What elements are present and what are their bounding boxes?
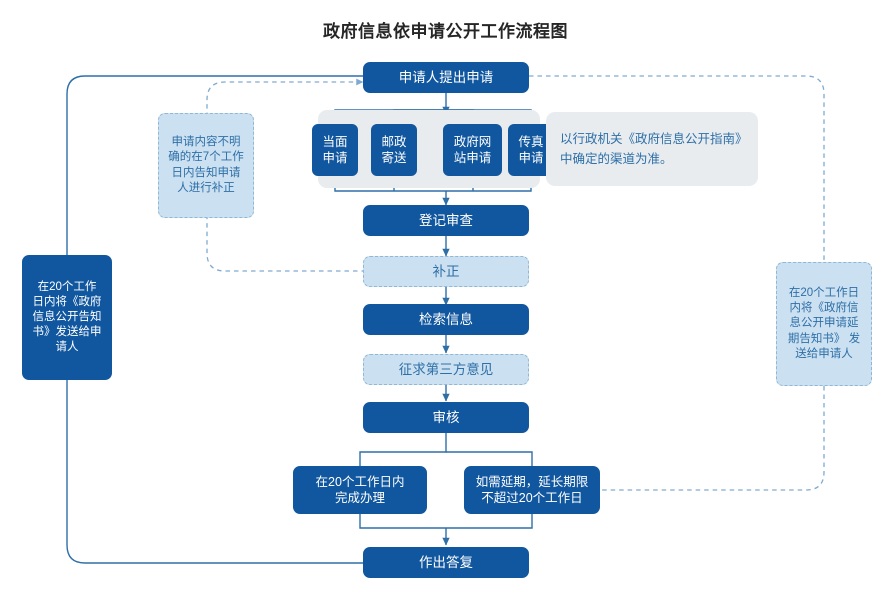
page-title: 政府信息依申请公开工作流程图 <box>323 22 568 41</box>
note-disclosure-notice: 在20个工作日内将《政府信息公开告知书》发送给申请人 <box>22 255 112 380</box>
channel-fax-line1: 传真 <box>518 134 544 149</box>
node-third-party-opinion-label: 征求第三方意见 <box>398 361 494 377</box>
node-extension-rule[interactable]: 如需延期，延长期限 不超过20个工作日 <box>464 466 600 514</box>
node-complete-within-20-days[interactable]: 在20个工作日内 完成办理 <box>293 466 427 514</box>
node-make-reply[interactable]: 作出答复 <box>363 547 529 578</box>
node-retrieve-information[interactable]: 检索信息 <box>363 304 529 335</box>
node-make-reply-label: 作出答复 <box>419 554 473 570</box>
note-channel-guideline: 以行政机关《政府信息公开指南》 中确定的渠道为准。 <box>546 112 758 186</box>
node-correction-label: 补正 <box>432 263 460 279</box>
node-third-party-opinion[interactable]: 征求第三方意见 <box>363 354 529 385</box>
node-registration-review-label: 登记审查 <box>419 212 473 228</box>
node-retrieve-information-label: 检索信息 <box>419 311 473 327</box>
note-channel-guideline-line2: 中确定的渠道为准。 <box>560 152 673 166</box>
channel-postal-mail-line1: 邮政 <box>381 134 407 149</box>
node-examination[interactable]: 审核 <box>363 402 529 433</box>
channel-in-person[interactable]: 当面 申请 <box>312 124 358 176</box>
note-channel-guideline-line1: 以行政机关《政府信息公开指南》 <box>560 132 748 146</box>
channel-government-website-line2: 站申请 <box>453 151 492 165</box>
node-examination-label: 审核 <box>432 409 460 425</box>
channel-fax-line2: 申请 <box>518 151 544 165</box>
node-applicant-submits[interactable]: 申请人提出申请 <box>363 62 529 93</box>
note-correction-requirement: 申请内容不明确的在7个工作日内告知申请人进行补正 <box>158 113 254 218</box>
node-extension-rule-line1: 如需延期，延长期限 <box>475 474 589 489</box>
note-extension-notice-text: 在20个工作日内将《政府信息公开申请延期告知书》 发送给申请人 <box>787 287 861 360</box>
node-complete-within-20-days-line1: 在20个工作日内 <box>315 474 405 489</box>
channel-government-website[interactable]: 政府网 站申请 <box>443 124 502 176</box>
node-applicant-submits-label: 申请人提出申请 <box>398 69 494 85</box>
channel-postal-mail[interactable]: 邮政 寄送 <box>371 124 417 176</box>
node-registration-review[interactable]: 登记审查 <box>363 205 529 236</box>
channel-in-person-line2: 申请 <box>322 151 348 165</box>
channel-in-person-line1: 当面 <box>322 134 348 149</box>
channel-government-website-line1: 政府网 <box>453 134 492 149</box>
node-complete-within-20-days-line2: 完成办理 <box>334 491 385 505</box>
node-correction[interactable]: 补正 <box>363 256 529 287</box>
note-extension-notice: 在20个工作日内将《政府信息公开申请延期告知书》 发送给申请人 <box>776 262 872 386</box>
note-correction-requirement-text: 申请内容不明确的在7个工作日内告知申请人进行补正 <box>168 136 244 194</box>
channel-postal-mail-line2: 寄送 <box>381 151 407 165</box>
node-extension-rule-line2: 不超过20个工作日 <box>481 491 583 505</box>
note-disclosure-notice-text: 在20个工作日内将《政府信息公开告知书》发送给申请人 <box>32 280 102 354</box>
